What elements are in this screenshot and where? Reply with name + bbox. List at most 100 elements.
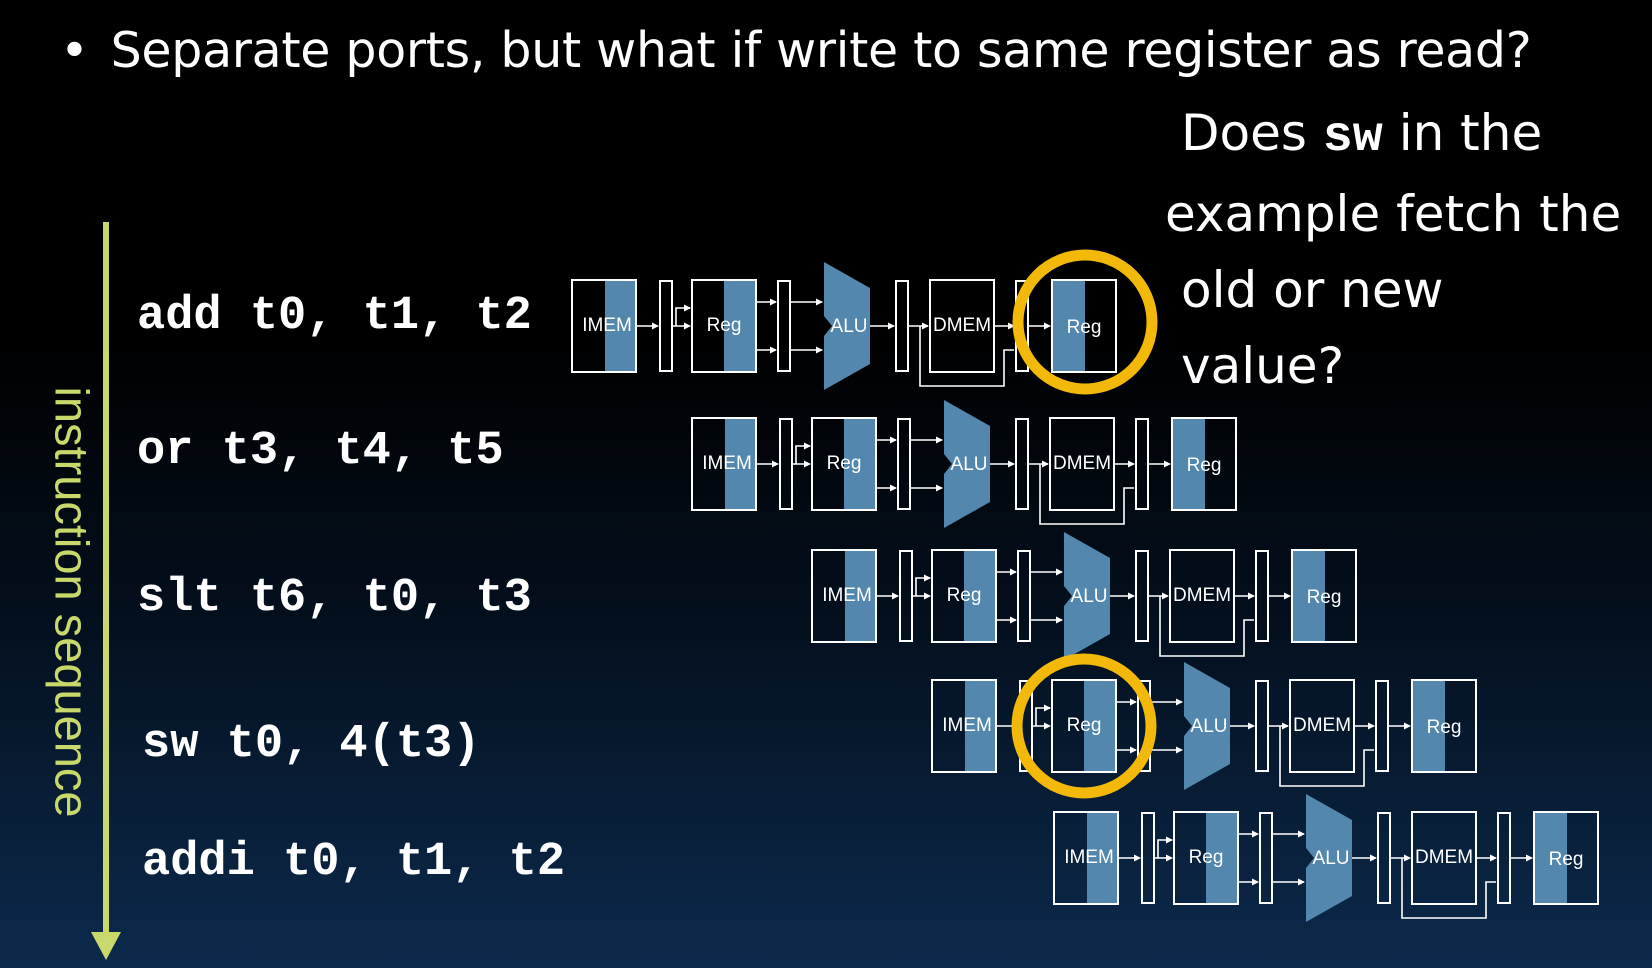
pipeline-row-add: IMEM Reg ALU DMEM Reg (571, 262, 1117, 390)
question-line-4: value? (1181, 337, 1345, 395)
row-addi-alu-shape (1306, 794, 1352, 922)
bullet: • (60, 22, 89, 79)
row-sw-wire-reg-a (1035, 707, 1050, 726)
row-slt-regwb-fill (1293, 551, 1325, 641)
instruction-sw: sw t0, 4(t3) (142, 718, 481, 771)
row-add-regwb-label: Reg (1067, 317, 1102, 338)
row-addi-reg-fill (1206, 813, 1237, 903)
row-slt-regwb-label: Reg (1307, 587, 1342, 608)
row-or-pipe-reg-1 (779, 418, 793, 510)
instruction-or: or t3, t4, t5 (137, 425, 504, 478)
row-slt-reg-fill (964, 551, 995, 641)
row-or-reg-box (811, 417, 877, 511)
row-or-dmem-bypass (1039, 464, 1134, 525)
row-slt-reg-label: Reg (947, 585, 982, 606)
row-add-reg-label: Reg (707, 315, 742, 336)
row-or-regwb-box (1171, 417, 1237, 511)
row-or-regwb-fill (1173, 419, 1205, 509)
row-slt-pipe-reg-1 (899, 550, 913, 642)
row-addi-regwb-fill (1535, 813, 1567, 903)
row-add-alu-label: ALU (831, 316, 868, 337)
row-add-imem-fill (605, 281, 635, 371)
highlight-rings (1011, 249, 1158, 799)
row-sw-reg-label: Reg (1067, 715, 1102, 736)
row-add-dmem-label: DMEM (933, 315, 991, 336)
row-or-pipe-reg-2 (897, 418, 911, 510)
headline-text: Separate ports, but what if write to sam… (110, 22, 1532, 79)
row-addi-reg-box (1173, 811, 1239, 905)
instruction-add: add t0, t1, t2 (137, 290, 532, 343)
row-addi-pipe-reg-4 (1497, 812, 1511, 904)
row-sw-alu-shape (1184, 662, 1230, 790)
row-addi-pipe-reg-2 (1259, 812, 1273, 904)
row-or-reg-fill (844, 419, 875, 509)
row-addi-regwb-box (1533, 811, 1599, 905)
question-line-2: example fetch the (1165, 185, 1622, 243)
row-or-dmem-label: DMEM (1053, 453, 1111, 474)
headline: • Separate ports, but what if write to sa… (60, 22, 1532, 79)
instruction-addi: addi t0, t1, t2 (142, 836, 566, 889)
row-sw-reg-box (1051, 679, 1117, 773)
highlight-ring-read (1011, 653, 1157, 799)
row-slt-wire-reg-a (915, 577, 930, 596)
row-slt-pipe-reg-4 (1255, 550, 1269, 642)
row-or-pipe-reg-3 (1015, 418, 1029, 510)
row-slt-pipe-reg-2 (1017, 550, 1031, 642)
row-add-imem-label: IMEM (582, 315, 632, 336)
row-sw-imem-label: IMEM (942, 715, 992, 736)
row-or-regwb-label: Reg (1187, 455, 1222, 476)
row-or-imem-fill (725, 419, 755, 509)
row-sw-reg-fill (1084, 681, 1115, 771)
row-add-pipe-reg-1 (659, 280, 673, 372)
row-add-regwb-fill (1053, 281, 1085, 371)
pipeline-row-slt: IMEM Reg ALU DMEM Reg (811, 532, 1357, 660)
instruction-slt: slt t6, t0, t3 (137, 572, 532, 625)
question-line-1: Does sw in the (1165, 95, 1621, 176)
row-slt-alu-shape (1064, 532, 1110, 660)
row-addi-regwb-label: Reg (1549, 849, 1584, 870)
highlight-ring-writeback (1012, 249, 1158, 395)
row-sw-regwb-label: Reg (1427, 717, 1462, 738)
row-slt-reg-box (931, 549, 997, 643)
row-sw-pipe-reg-4 (1375, 680, 1389, 772)
row-add-reg-fill (724, 281, 755, 371)
row-or-alu-shape (944, 400, 990, 528)
row-add-pipe-reg-3 (895, 280, 909, 372)
row-slt-alu-label: ALU (1071, 586, 1108, 607)
row-addi-alu-label: ALU (1313, 848, 1350, 869)
row-slt-imem-label: IMEM (822, 585, 872, 606)
row-add-pipe-reg-2 (777, 280, 791, 372)
row-or-alu-label: ALU (951, 454, 988, 475)
row-slt-pipe-reg-3 (1135, 550, 1149, 642)
row-sw-alu-label: ALU (1191, 716, 1228, 737)
row-sw-imem-fill (965, 681, 995, 771)
row-or-imem-label: IMEM (702, 453, 752, 474)
row-sw-dmem-bypass (1279, 726, 1374, 787)
row-slt-imem-fill (845, 551, 875, 641)
row-addi-imem-fill (1087, 813, 1117, 903)
row-add-reg-box (691, 279, 757, 373)
question-line-1-pre: Does (1181, 104, 1323, 162)
question-line-1-post: in the (1382, 104, 1543, 162)
row-add-alu-shape (824, 262, 870, 390)
row-addi-pipe-reg-3 (1377, 812, 1391, 904)
row-or-wire-reg-a (795, 445, 810, 464)
row-addi-dmem-label: DMEM (1415, 847, 1473, 868)
row-slt-dmem-label: DMEM (1173, 585, 1231, 606)
row-add-dmem-bypass (919, 326, 1014, 387)
sequence-arrow-head (91, 932, 121, 960)
row-slt-dmem-bypass (1159, 596, 1254, 657)
row-addi-wire-reg-a (1157, 839, 1172, 858)
row-or-pipe-reg-4 (1135, 418, 1149, 510)
row-add-regwb-box (1051, 279, 1117, 373)
row-sw-regwb-box (1411, 679, 1477, 773)
row-addi-dmem-bypass (1401, 858, 1496, 919)
question-line-3: old or new (1181, 261, 1444, 319)
row-add-wire-reg-a (675, 307, 690, 326)
row-addi-reg-label: Reg (1189, 847, 1224, 868)
